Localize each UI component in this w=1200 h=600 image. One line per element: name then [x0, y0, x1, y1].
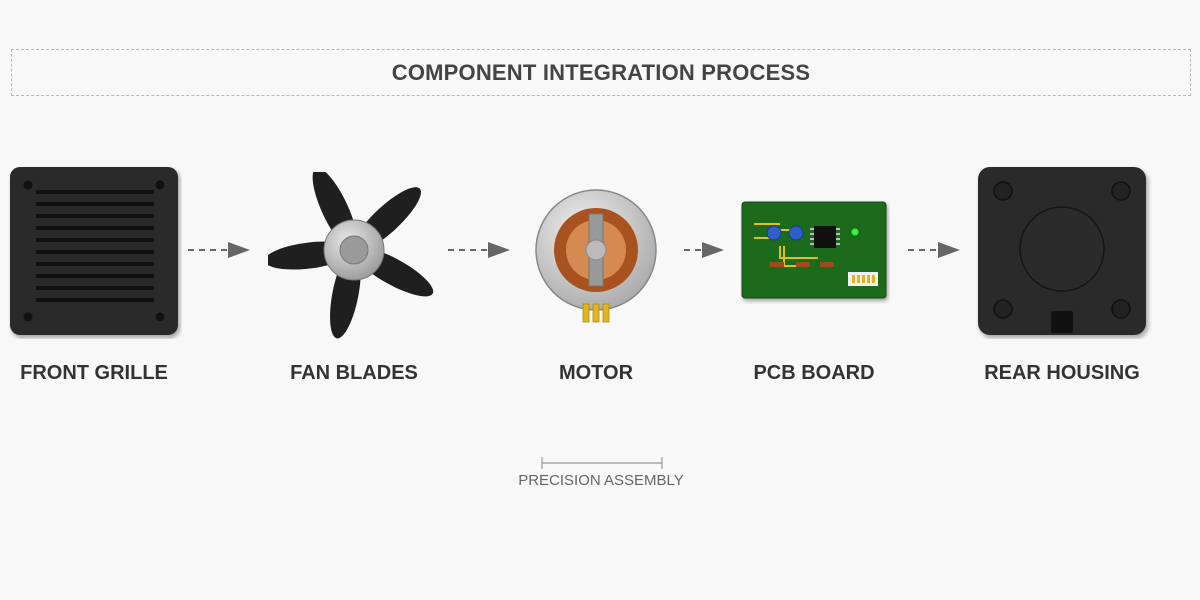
label-fan-blades: FAN BLADES: [290, 362, 418, 384]
precision-assembly-label: PRECISION ASSEMBLY: [518, 472, 684, 489]
front-grille-icon: [10, 167, 178, 335]
arrow-3: [684, 242, 724, 258]
pcb-board-icon: [741, 201, 887, 299]
motor-icon: [535, 189, 657, 323]
arrow-1: [188, 242, 250, 258]
label-front-grille: FRONT GRILLE: [20, 362, 168, 384]
arrow-2: [448, 242, 510, 258]
label-motor: MOTOR: [558, 362, 634, 384]
arrow-4: [908, 242, 960, 258]
label-rear-housing: REAR HOUSING: [984, 362, 1140, 384]
assembly-bracket: [541, 457, 663, 469]
fan-blades-icon: [268, 172, 434, 339]
diagram-title: COMPONENT INTEGRATION PROCESS: [391, 59, 811, 85]
title-frame: COMPONENT INTEGRATION PROCESS: [11, 49, 1191, 96]
rear-housing-icon: [978, 167, 1146, 335]
label-pcb-board: PCB BOARD: [753, 362, 875, 384]
